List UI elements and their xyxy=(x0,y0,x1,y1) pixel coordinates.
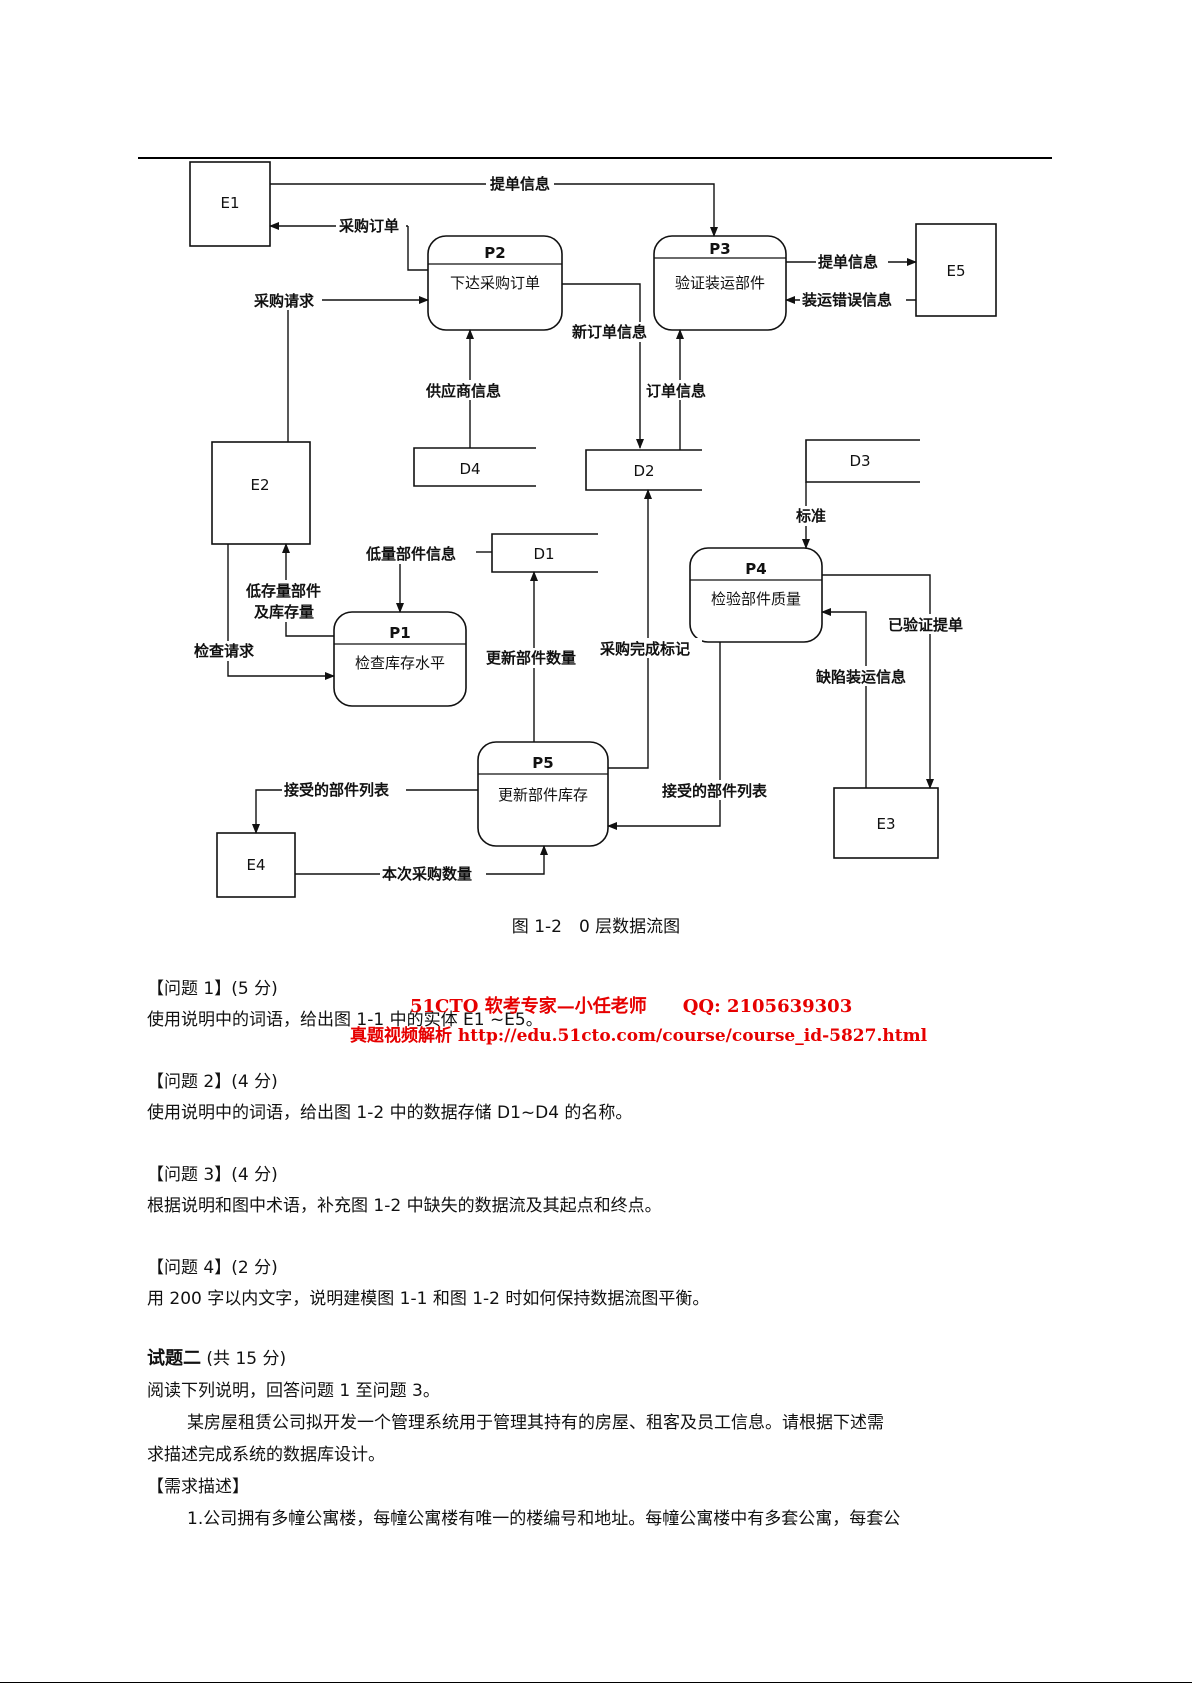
flow-tidan-e1-p3 xyxy=(270,183,718,237)
svg-text:E4: E4 xyxy=(246,856,265,874)
question-4-text: 用 200 字以内文字，说明建模图 1-1 和图 1-2 时如何保持数据流图平衡… xyxy=(147,1289,710,1309)
svg-text:D1: D1 xyxy=(533,545,554,563)
store-d3: D3 xyxy=(805,439,920,483)
process-p5: P5 更新部件库存 xyxy=(477,741,609,847)
svg-text:下达采购订单: 下达采购订单 xyxy=(450,274,540,292)
svg-text:E5: E5 xyxy=(946,262,965,280)
label-diliang-bujian: 低量部件信息 xyxy=(365,545,456,563)
svg-text:E3: E3 xyxy=(876,815,895,833)
svg-text:P4: P4 xyxy=(745,560,766,578)
label-gongyingshang: 供应商信息 xyxy=(425,382,501,400)
label-benci-shuliang: 本次采购数量 xyxy=(382,865,472,883)
svg-text:D2: D2 xyxy=(633,462,654,480)
flow-jiancha-qingqiu xyxy=(227,544,335,680)
label-dingdan-xinxi: 订单信息 xyxy=(646,382,706,400)
flow-benci-shuliang xyxy=(295,845,548,875)
section-2-title-bold: 试题二 xyxy=(147,1348,201,1369)
question-2-heading: 【问题 2】(4 分) xyxy=(147,1072,278,1092)
entity-e1: E1 xyxy=(189,161,271,247)
store-d2: D2 xyxy=(585,449,702,491)
label-caigou-wancheng: 采购完成标记 xyxy=(599,640,690,658)
label-jiancha-qingqiu: 检查请求 xyxy=(194,642,255,660)
flow-caigou-dingdan-a xyxy=(407,226,428,271)
svg-text:P1: P1 xyxy=(389,624,410,642)
label-xin-dingdan: 新订单信息 xyxy=(572,323,647,341)
process-p3: P3 验证装运部件 xyxy=(653,235,787,331)
flow-dicunliang xyxy=(282,543,334,637)
question-3-text: 根据说明和图中术语，补充图 1-2 中缺失的数据流及其起点和终点。 xyxy=(147,1196,662,1216)
figure-caption: 图 1-2 0 层数据流图 xyxy=(511,917,681,937)
svg-text:P2: P2 xyxy=(484,244,505,262)
entity-e2: E2 xyxy=(211,441,311,545)
svg-text:P5: P5 xyxy=(532,754,553,772)
requirement-1: 1.公司拥有多幢公寓楼，每幢公寓楼有唯一的楼编号和地址。每幢公寓楼中有多套公寓，… xyxy=(187,1509,901,1529)
label-caigou-qingqiu: 采购请求 xyxy=(253,292,315,310)
section-2-title: 试题二 (共 15 分) xyxy=(147,1344,286,1370)
watermark-line-1: 51CTO 软考专家—小任老师 QQ: 2105639303 xyxy=(410,996,853,1017)
entity-e5: E5 xyxy=(915,223,997,317)
section-2-title-rest: (共 15 分) xyxy=(201,1349,287,1369)
svg-text:E2: E2 xyxy=(250,476,269,494)
process-p2: P2 下达采购订单 xyxy=(427,235,563,331)
question-3-heading: 【问题 3】(4 分) xyxy=(147,1165,278,1185)
flow-caigou-qingqiu xyxy=(287,296,429,442)
process-p4: P4 检验部件质量 xyxy=(689,547,823,643)
question-4-heading: 【问题 4】(2 分) xyxy=(147,1258,278,1278)
label-yiyanzheng-tidan: 已验证提单 xyxy=(888,616,963,634)
flow-yiyanzheng-tidan xyxy=(822,574,934,789)
watermark-line-2: 真题视频解析 http://edu.51cto.com/course/cours… xyxy=(350,1026,928,1046)
svg-text:D3: D3 xyxy=(849,452,870,470)
data-flow-diagram: E1 E5 E2 E3 E4 P2 下达采购订单 P3 验证装运部件 P4 检验… xyxy=(189,161,997,898)
label-dicunliang-1: 低存量部件 xyxy=(245,582,321,600)
flow-quexian-zhuangyun xyxy=(821,608,867,788)
svg-text:D4: D4 xyxy=(459,460,480,478)
flow-caigou-wancheng xyxy=(608,489,652,769)
label-zhuangyun-cuowu: 装运错误信息 xyxy=(801,291,892,309)
section-2-intro: 阅读下列说明，回答问题 1 至问题 3。 xyxy=(147,1381,440,1401)
process-p1: P1 检查库存水平 xyxy=(333,611,467,707)
label-tidan-e1-p3: 提单信息 xyxy=(490,175,550,193)
label-quexian-zhuangyun: 缺陷装运信息 xyxy=(815,668,906,686)
label-jieshou-liebiao-p4: 接受的部件列表 xyxy=(662,782,768,800)
top-rule xyxy=(138,157,1052,159)
label-gengxin-shuliang: 更新部件数量 xyxy=(486,649,576,667)
store-d4: D4 xyxy=(413,447,536,487)
svg-text:检查库存水平: 检查库存水平 xyxy=(355,654,445,672)
svg-text:检验部件质量: 检验部件质量 xyxy=(711,590,801,608)
label-dicunliang-2: 及库存量 xyxy=(254,603,314,621)
bottom-rule xyxy=(0,1682,1192,1683)
entity-e4: E4 xyxy=(216,832,296,898)
flow-jieshou-p4-p5 xyxy=(607,642,721,830)
svg-text:更新部件库存: 更新部件库存 xyxy=(498,786,588,804)
question-2-text: 使用说明中的词语，给出图 1-2 中的数据存储 D1~D4 的名称。 xyxy=(147,1103,633,1123)
flow-xin-dingdan xyxy=(562,283,644,449)
svg-text:E1: E1 xyxy=(220,194,239,212)
svg-text:验证装运部件: 验证装运部件 xyxy=(675,274,765,292)
section-2-para-1-line-1: 某房屋租赁公司拟开发一个管理系统用于管理其持有的房屋、租客及员工信息。请根据下述… xyxy=(187,1413,884,1433)
entity-e3: E3 xyxy=(833,787,939,859)
store-d1: D1 xyxy=(491,533,598,573)
label-caigou-dingdan: 采购订单 xyxy=(338,217,399,235)
question-1-heading: 【问题 1】(5 分) xyxy=(147,979,278,999)
svg-text:P3: P3 xyxy=(709,240,730,258)
label-jieshou-liebiao-e4: 接受的部件列表 xyxy=(284,781,390,799)
question-1-text: 使用说明中的词语，给出图 1-1 中的实体 E1 ~E5。 xyxy=(147,1010,543,1030)
label-tidan-p3-e5: 提单信息 xyxy=(818,253,878,271)
label-biaozhun: 标准 xyxy=(795,507,826,525)
section-2-para-1-line-2: 求描述完成系统的数据库设计。 xyxy=(147,1445,385,1465)
requirements-heading: 【需求描述】 xyxy=(147,1477,249,1497)
